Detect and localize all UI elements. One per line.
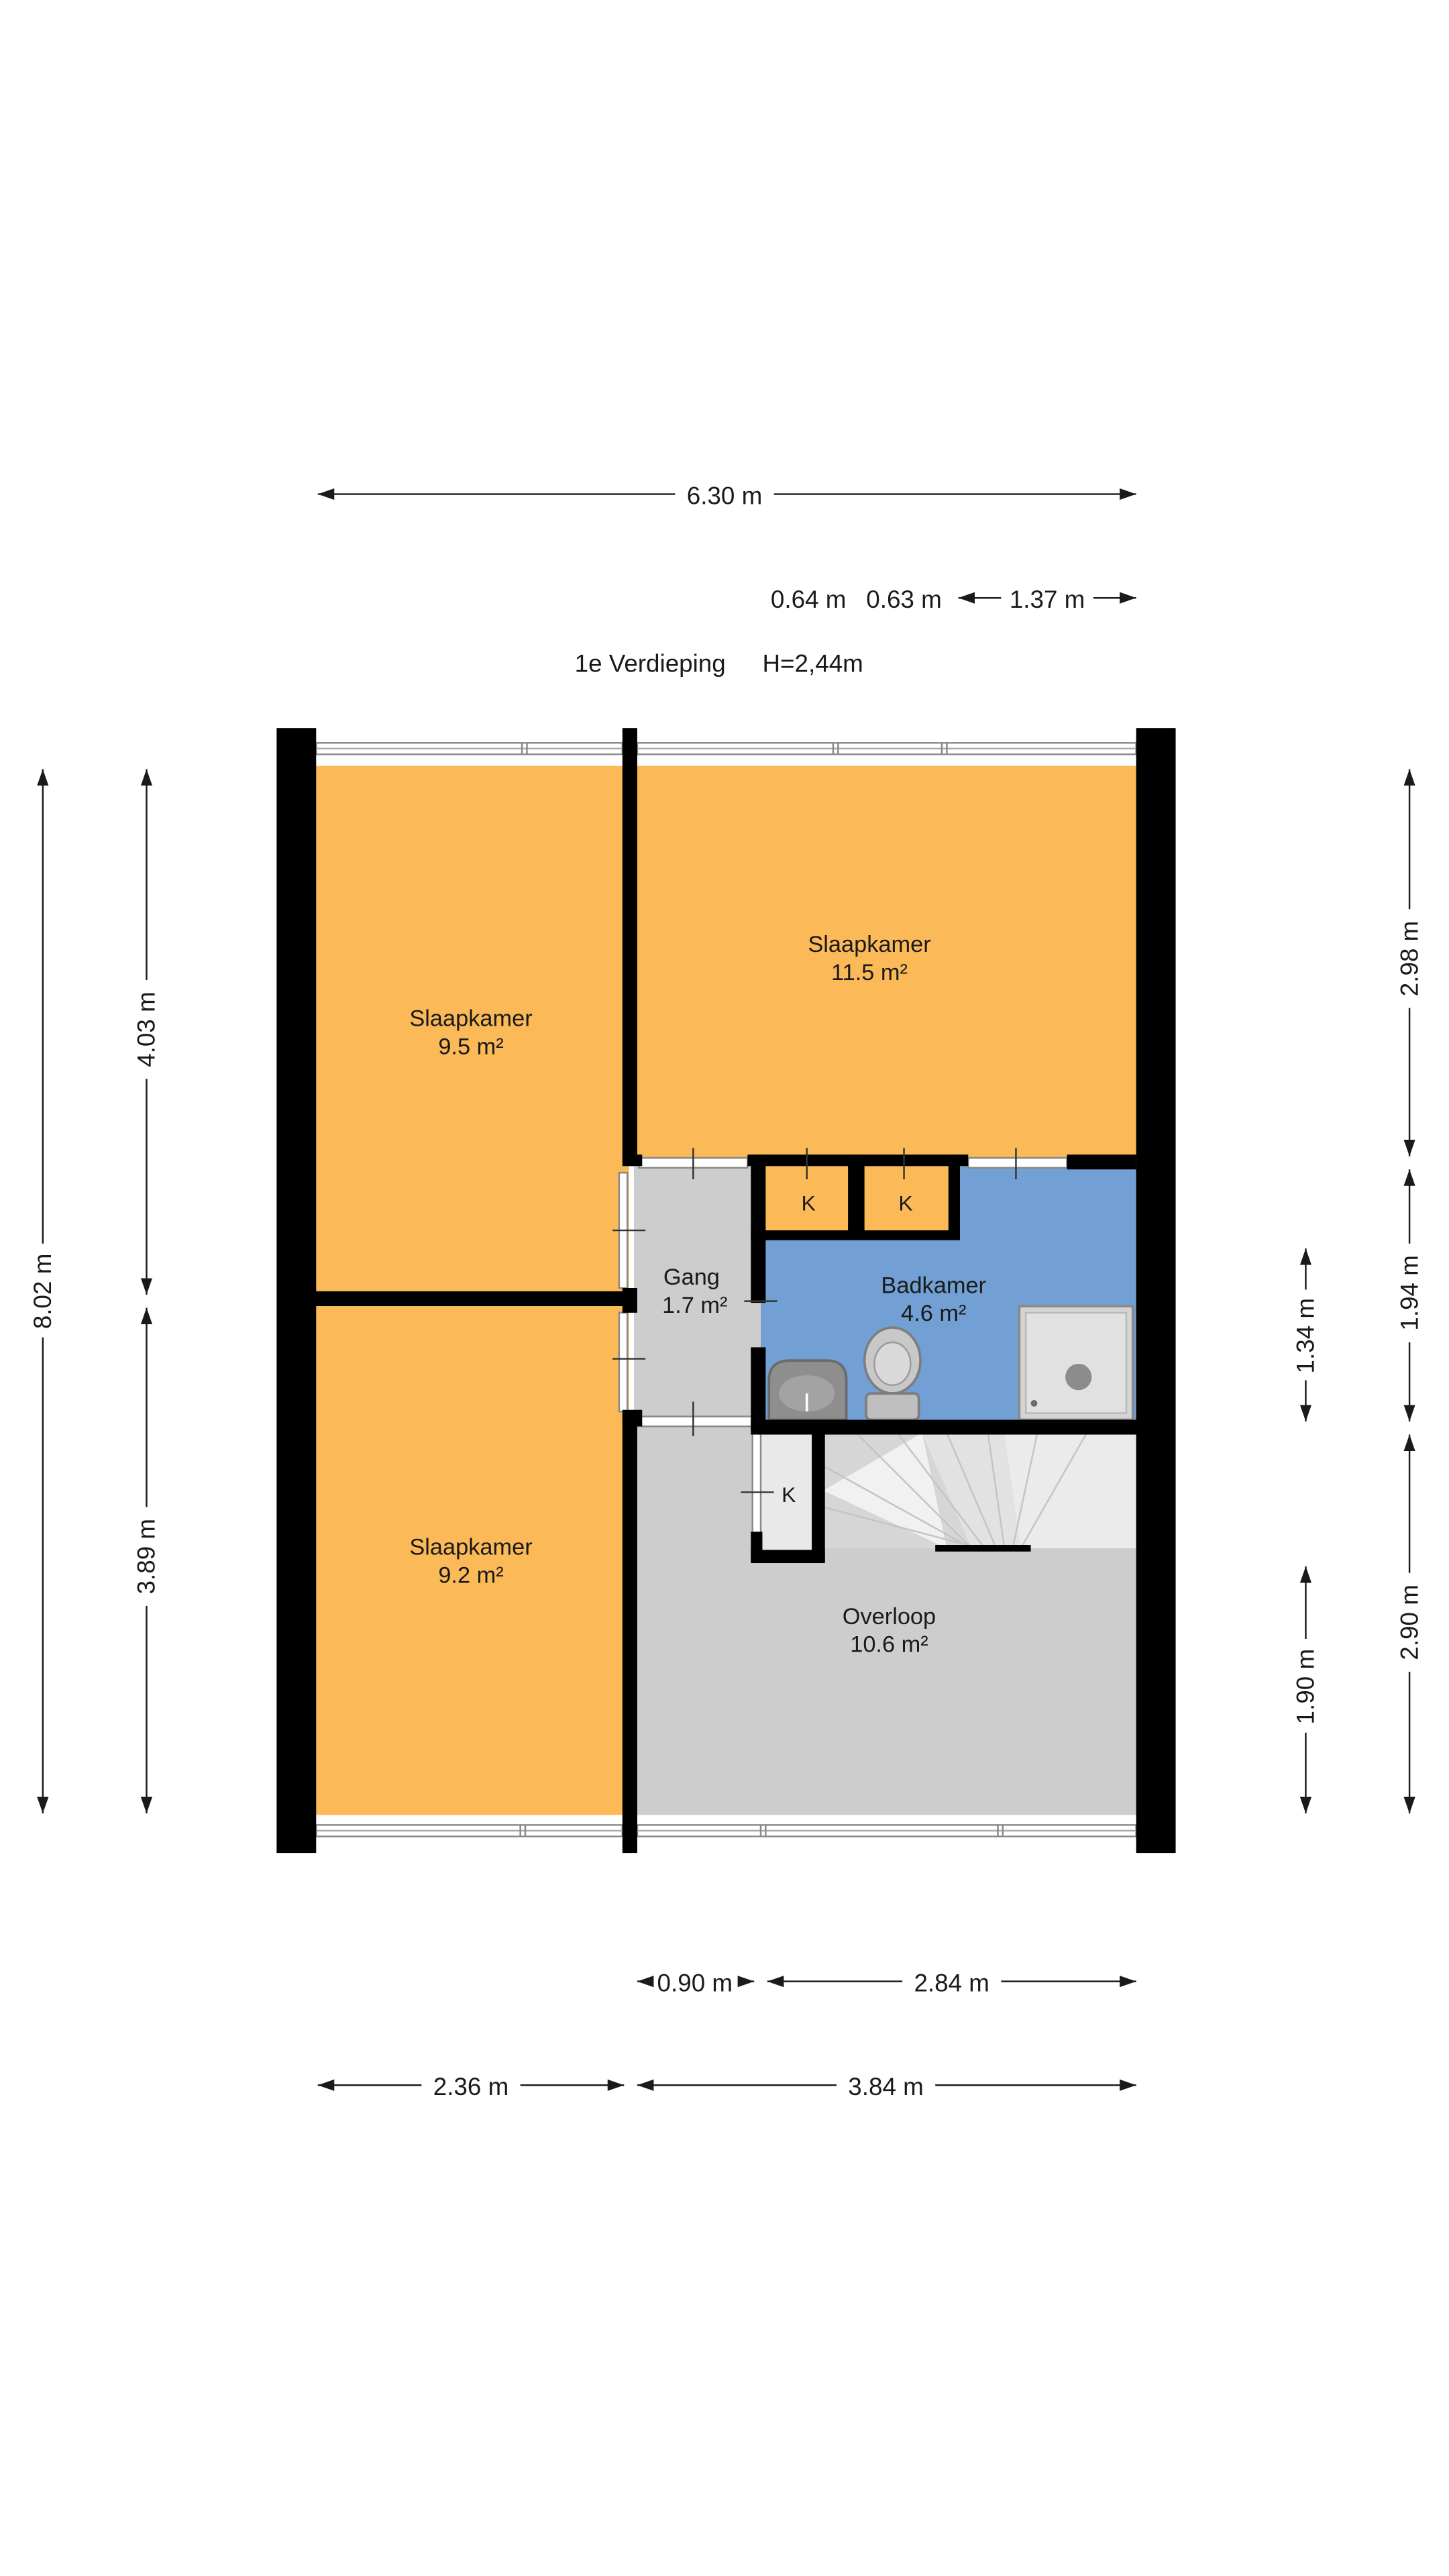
dim-right-b: 1.94 m	[1395, 1255, 1423, 1331]
door-frames	[618, 1157, 1068, 1550]
wall-bath-left-a	[751, 1236, 766, 1303]
wall-closet-bottom	[751, 1230, 960, 1240]
dim-right-inner-a: 1.34 m	[1292, 1298, 1320, 1374]
dim-left-outer: 8.02 m	[29, 1254, 56, 1330]
floor-name: 1e Verdieping	[575, 650, 726, 678]
wall-closet3-bottom	[751, 1550, 825, 1564]
closet-1-label: K	[802, 1191, 816, 1216]
dim-right-inner-b: 1.90 m	[1292, 1649, 1320, 1725]
floor-height: H=2,44m	[762, 650, 863, 678]
tick-marks	[612, 1148, 1017, 1493]
closet-3-label: K	[782, 1483, 796, 1507]
closet-2-label: K	[898, 1191, 912, 1216]
dim-top-b: 0.63 m	[866, 586, 942, 613]
wall-outer-left	[276, 728, 317, 1854]
bathroom-name: Badkamer	[881, 1273, 986, 1298]
dimension-lines	[37, 488, 1415, 2091]
landing-name: Overloop	[843, 1604, 936, 1629]
toilet	[863, 1326, 922, 1421]
hall-name: Gang	[663, 1265, 720, 1290]
wall-closet3-right	[812, 1430, 825, 1562]
window-bottom-left	[315, 1824, 624, 1837]
wall-top-right-bottom-c	[1067, 1155, 1136, 1170]
closet-2-floor	[859, 1166, 954, 1236]
wall-closet-left	[751, 1155, 766, 1237]
bathroom-area: 4.6 m²	[901, 1301, 966, 1326]
hall-area: 1.7 m²	[662, 1293, 727, 1318]
bedroom-top-left-name: Slaapkamer	[409, 1006, 532, 1032]
dim-left-lower: 3.89 m	[133, 1519, 160, 1595]
wall-center-stub	[622, 1288, 637, 1313]
window-top-right	[636, 742, 1137, 755]
bedroom-top-right-name: Slaapkamer	[808, 932, 930, 957]
bedroom-top-right-area: 11.5 m²	[831, 960, 908, 985]
wall-hall-corner	[622, 1409, 643, 1427]
wall-closet-mid	[848, 1155, 865, 1237]
dim-bottom-d: 3.84 m	[848, 2073, 924, 2100]
closet-3-floor	[761, 1433, 820, 1555]
stair	[822, 1432, 1136, 1552]
hall-floor	[634, 1166, 761, 1421]
dim-right-a: 2.98 m	[1395, 921, 1423, 997]
wall-bath-left-b	[751, 1347, 766, 1430]
bedroom-top-right-floor	[634, 765, 1138, 1161]
dim-top-total: 6.30 m	[687, 482, 763, 509]
dim-top-a: 0.64 m	[771, 586, 847, 613]
dim-bottom-b: 2.84 m	[914, 1969, 989, 1996]
bedroom-bottom-left-floor	[313, 1304, 629, 1815]
wall-closet-right	[948, 1155, 960, 1237]
dim-bottom-a: 0.90 m	[657, 1969, 733, 1996]
dimension-labels: 6.30 m 0.64 m 0.63 m 1.37 m 8.02 m 4.03 …	[29, 482, 1423, 2100]
dim-bottom-c: 2.36 m	[433, 2073, 509, 2100]
landing-area: 10.6 m²	[850, 1632, 928, 1658]
wall-left-divider	[313, 1291, 626, 1307]
walls	[276, 728, 1176, 1854]
sink	[767, 1359, 848, 1421]
wall-center-bottom	[622, 1413, 637, 1854]
wall-top-right-bottom-a	[622, 1155, 643, 1167]
dim-left-upper: 4.03 m	[133, 991, 160, 1067]
shower	[1018, 1305, 1134, 1421]
window-top-left	[315, 742, 624, 755]
bedroom-bottom-left-area: 9.2 m²	[438, 1562, 503, 1588]
wall-closet3-left	[751, 1532, 763, 1562]
bedroom-top-left-area: 9.5 m²	[438, 1034, 503, 1059]
wall-center-top	[622, 728, 637, 1160]
dim-top-c: 1.37 m	[1010, 586, 1085, 613]
bedroom-top-left-floor	[313, 765, 629, 1297]
bedroom-bottom-left-name: Slaapkamer	[409, 1535, 532, 1560]
wall-bath-bottom	[751, 1419, 1140, 1435]
wall-outer-right	[1136, 728, 1176, 1854]
dim-right-c: 2.90 m	[1395, 1585, 1423, 1660]
window-bottom-right	[636, 1824, 1137, 1837]
